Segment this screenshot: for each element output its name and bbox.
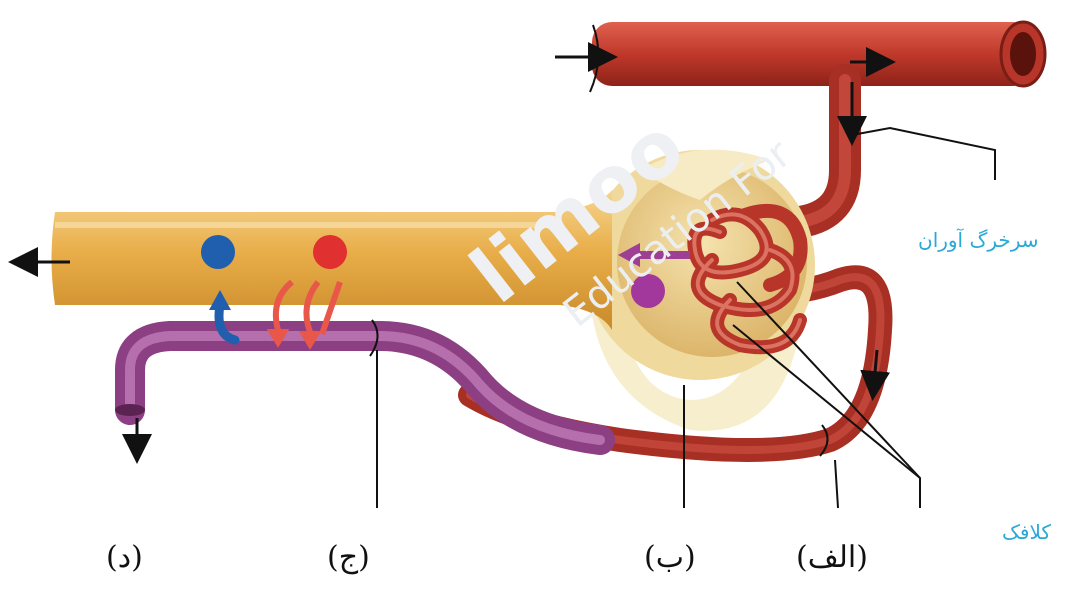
purple-dot	[631, 274, 665, 308]
label-d: (د)	[106, 540, 143, 575]
top-artery	[592, 22, 1045, 86]
label-alef: (الف)	[796, 540, 868, 575]
label-glomerulus: کلافک	[1002, 520, 1051, 544]
label-b: (ب)	[644, 540, 696, 575]
red-dot	[313, 235, 347, 269]
label-afferent-arteriole: سرخرگ آوران	[918, 228, 1039, 252]
label-j: (ج)	[327, 540, 370, 575]
blue-dot	[201, 235, 235, 269]
